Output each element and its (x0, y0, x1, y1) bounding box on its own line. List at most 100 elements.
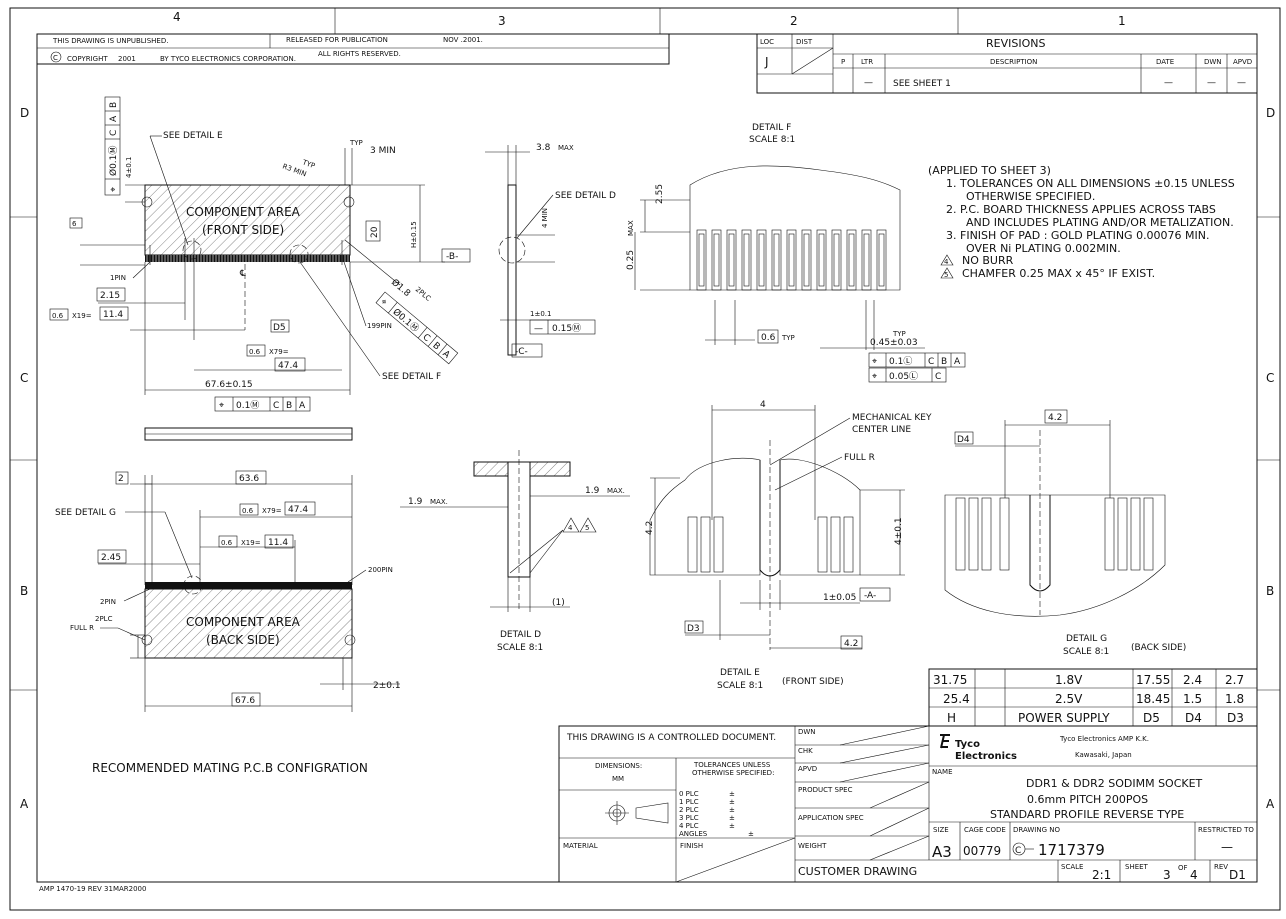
pin-1-label: 1PIN (110, 274, 126, 282)
detail-d-note-4: 4 (568, 524, 573, 532)
detail-d-title: DETAIL D (500, 630, 541, 640)
dim-1-tol-e: 1±0.05 (823, 593, 856, 603)
pin-200-label: 200PIN (368, 566, 393, 574)
component-area-front-label: COMPONENT AREA (186, 205, 301, 219)
max-1-9-a: MAX. (430, 498, 448, 506)
tbl-r1-d3: 2.7 (1225, 673, 1244, 687)
dim-0-6-f: 0.6 (761, 333, 776, 343)
fcf-hole-symbol: ⌖ (378, 297, 388, 308)
four-min: 4 MIN (541, 208, 549, 228)
top-view: 67.6±0.15 2.15 0.6 X19= 11.4 D5 0.6 X79=… (49, 96, 471, 441)
two-plc-top: 2PLC (414, 285, 433, 302)
zone-d-right: D (1266, 106, 1275, 120)
dim-6: 6 (72, 220, 77, 228)
dim-0-45: 0.45±0.03 (870, 338, 918, 348)
board-edge-profile (507, 184, 517, 356)
chk-label: CHK (798, 747, 813, 755)
note-5: CHAMFER 0.25 MAX x 45° IF EXIST. (962, 267, 1155, 280)
dim-47-4-b: 47.4 (288, 505, 308, 515)
x79-label-a: X79= (269, 348, 289, 356)
dim-67-6-b: 67.6 (235, 696, 255, 706)
fcf-f1: ⌖ 0.1Ⓛ C B A (868, 352, 966, 368)
detail-d-scale: SCALE 8:1 (497, 643, 543, 653)
dim-4-2-g: 4.2 (1048, 413, 1062, 423)
detail-d-ref: (1) (552, 598, 565, 608)
copyright-label: COPYRIGHT (67, 55, 108, 63)
release-date: NOV .2001. (443, 36, 483, 44)
rev-label: REV (1214, 863, 1228, 871)
copyright-year: 2001 (118, 55, 136, 63)
scale-value: 2:1 (1092, 868, 1111, 882)
rev-value: D1 (1229, 868, 1246, 882)
fcf-top-a: A (109, 115, 119, 122)
detail-d-note-5: 5 (585, 524, 589, 532)
rev-col-apvd: APVD (1233, 58, 1252, 66)
weight-label: WEIGHT (798, 842, 827, 850)
zone-a-left: A (20, 797, 29, 811)
dim-2-55: 2.55 (655, 184, 665, 204)
note-3: 3. FINISH OF PAD : GOLD PLATING 0.00076 … (946, 229, 1210, 242)
part-name-1: DDR1 & DDR2 SODIMM SOCKET (1026, 777, 1203, 790)
component-area-back (144, 588, 353, 659)
fcf-top-tol: Ø0.1Ⓜ (108, 146, 119, 176)
contact-row-front (145, 255, 350, 262)
logo-text-2: Electronics (955, 751, 1017, 762)
typ-0-6-f: TYP (781, 334, 795, 342)
tbl-r3-d3: D3 (1227, 711, 1244, 725)
fcf-overall-b: B (286, 401, 292, 411)
tyco-logo: Tyco Electronics (940, 734, 1017, 762)
sheet-total: 4 (1190, 868, 1198, 882)
application-spec-label: APPLICATION SPEC (798, 814, 864, 822)
note-4: NO BURR (962, 254, 1014, 267)
detail-f-scale: SCALE 8:1 (749, 135, 795, 145)
rev-col-dwn: DWN (1204, 58, 1222, 66)
drawing-no-label: DRAWING NO (1013, 826, 1060, 834)
units-mm: MM (612, 775, 624, 783)
see-detail-e: SEE DETAIL E (163, 131, 223, 141)
fcf-top-symbol: ⌖ (109, 187, 119, 192)
fcf-f1-symbol: ⌖ (872, 357, 877, 367)
typ-0-45: TYP (892, 330, 906, 338)
contact-row-back (145, 582, 352, 589)
note-3-cont: OVER Ni PLATING 0.002MIN. (966, 242, 1121, 255)
name-label: NAME (932, 768, 953, 776)
tol-0plc: 0 PLC (679, 790, 699, 798)
tbl-r3-d4: D4 (1185, 711, 1202, 725)
fcf-overall-symbol: ⌖ (219, 401, 224, 411)
inner-border (36, 33, 1258, 883)
d4-box: D4 (957, 435, 970, 445)
front-side-label: (FRONT SIDE) (202, 223, 284, 237)
detail-e-scale: SCALE 8:1 (717, 681, 763, 691)
detail-g-side: (BACK SIDE) (1131, 643, 1186, 653)
rev-col-date: DATE (1156, 58, 1174, 66)
tol-4plc: 4 PLC (679, 822, 699, 830)
see-detail-f: SEE DETAIL F (382, 372, 441, 382)
detail-g: 4.2 D4 DETAIL G SCALE 8:1 (BACK SIDE) (944, 409, 1186, 657)
note-2-cont: AND INCLUDES PLATING AND/OR METALIZATION… (966, 216, 1234, 229)
pm-3: ± (729, 814, 735, 822)
dimensions-label: DIMENSIONS: (595, 762, 642, 770)
dim-2-tol: 2±0.1 (373, 681, 401, 691)
two-plc-bottom: 2PLC (95, 615, 113, 623)
fcf-hole-b: B (430, 341, 441, 353)
full-r-e: FULL R (844, 453, 875, 463)
zone-b-right: B (1266, 584, 1274, 598)
pm-0: ± (729, 790, 735, 798)
fcf-f1-c: C (928, 357, 934, 367)
fcf-overall-tol: 0.1Ⓜ (236, 400, 259, 411)
loc-label: LOC (760, 38, 774, 46)
fcf-f2-c: C (935, 372, 941, 382)
fcf-f2-symbol: ⌖ (872, 372, 877, 382)
rev-date-value: — (1164, 78, 1173, 88)
tbl-r1-d4: 2.4 (1183, 673, 1202, 687)
fcf-hole-a: A (440, 349, 452, 361)
three-min: 3 MIN (370, 146, 396, 156)
flatness-value: 0.15Ⓜ (552, 323, 581, 334)
pm-4: ± (729, 822, 735, 830)
tbl-r1-h: 31.75 (933, 673, 967, 687)
loc-value: J (764, 55, 769, 69)
flatness-symbol: — (534, 324, 543, 334)
rev-col-description: DESCRIPTION (990, 58, 1037, 66)
part-name-2: 0.6mm PITCH 200POS (1027, 793, 1148, 806)
